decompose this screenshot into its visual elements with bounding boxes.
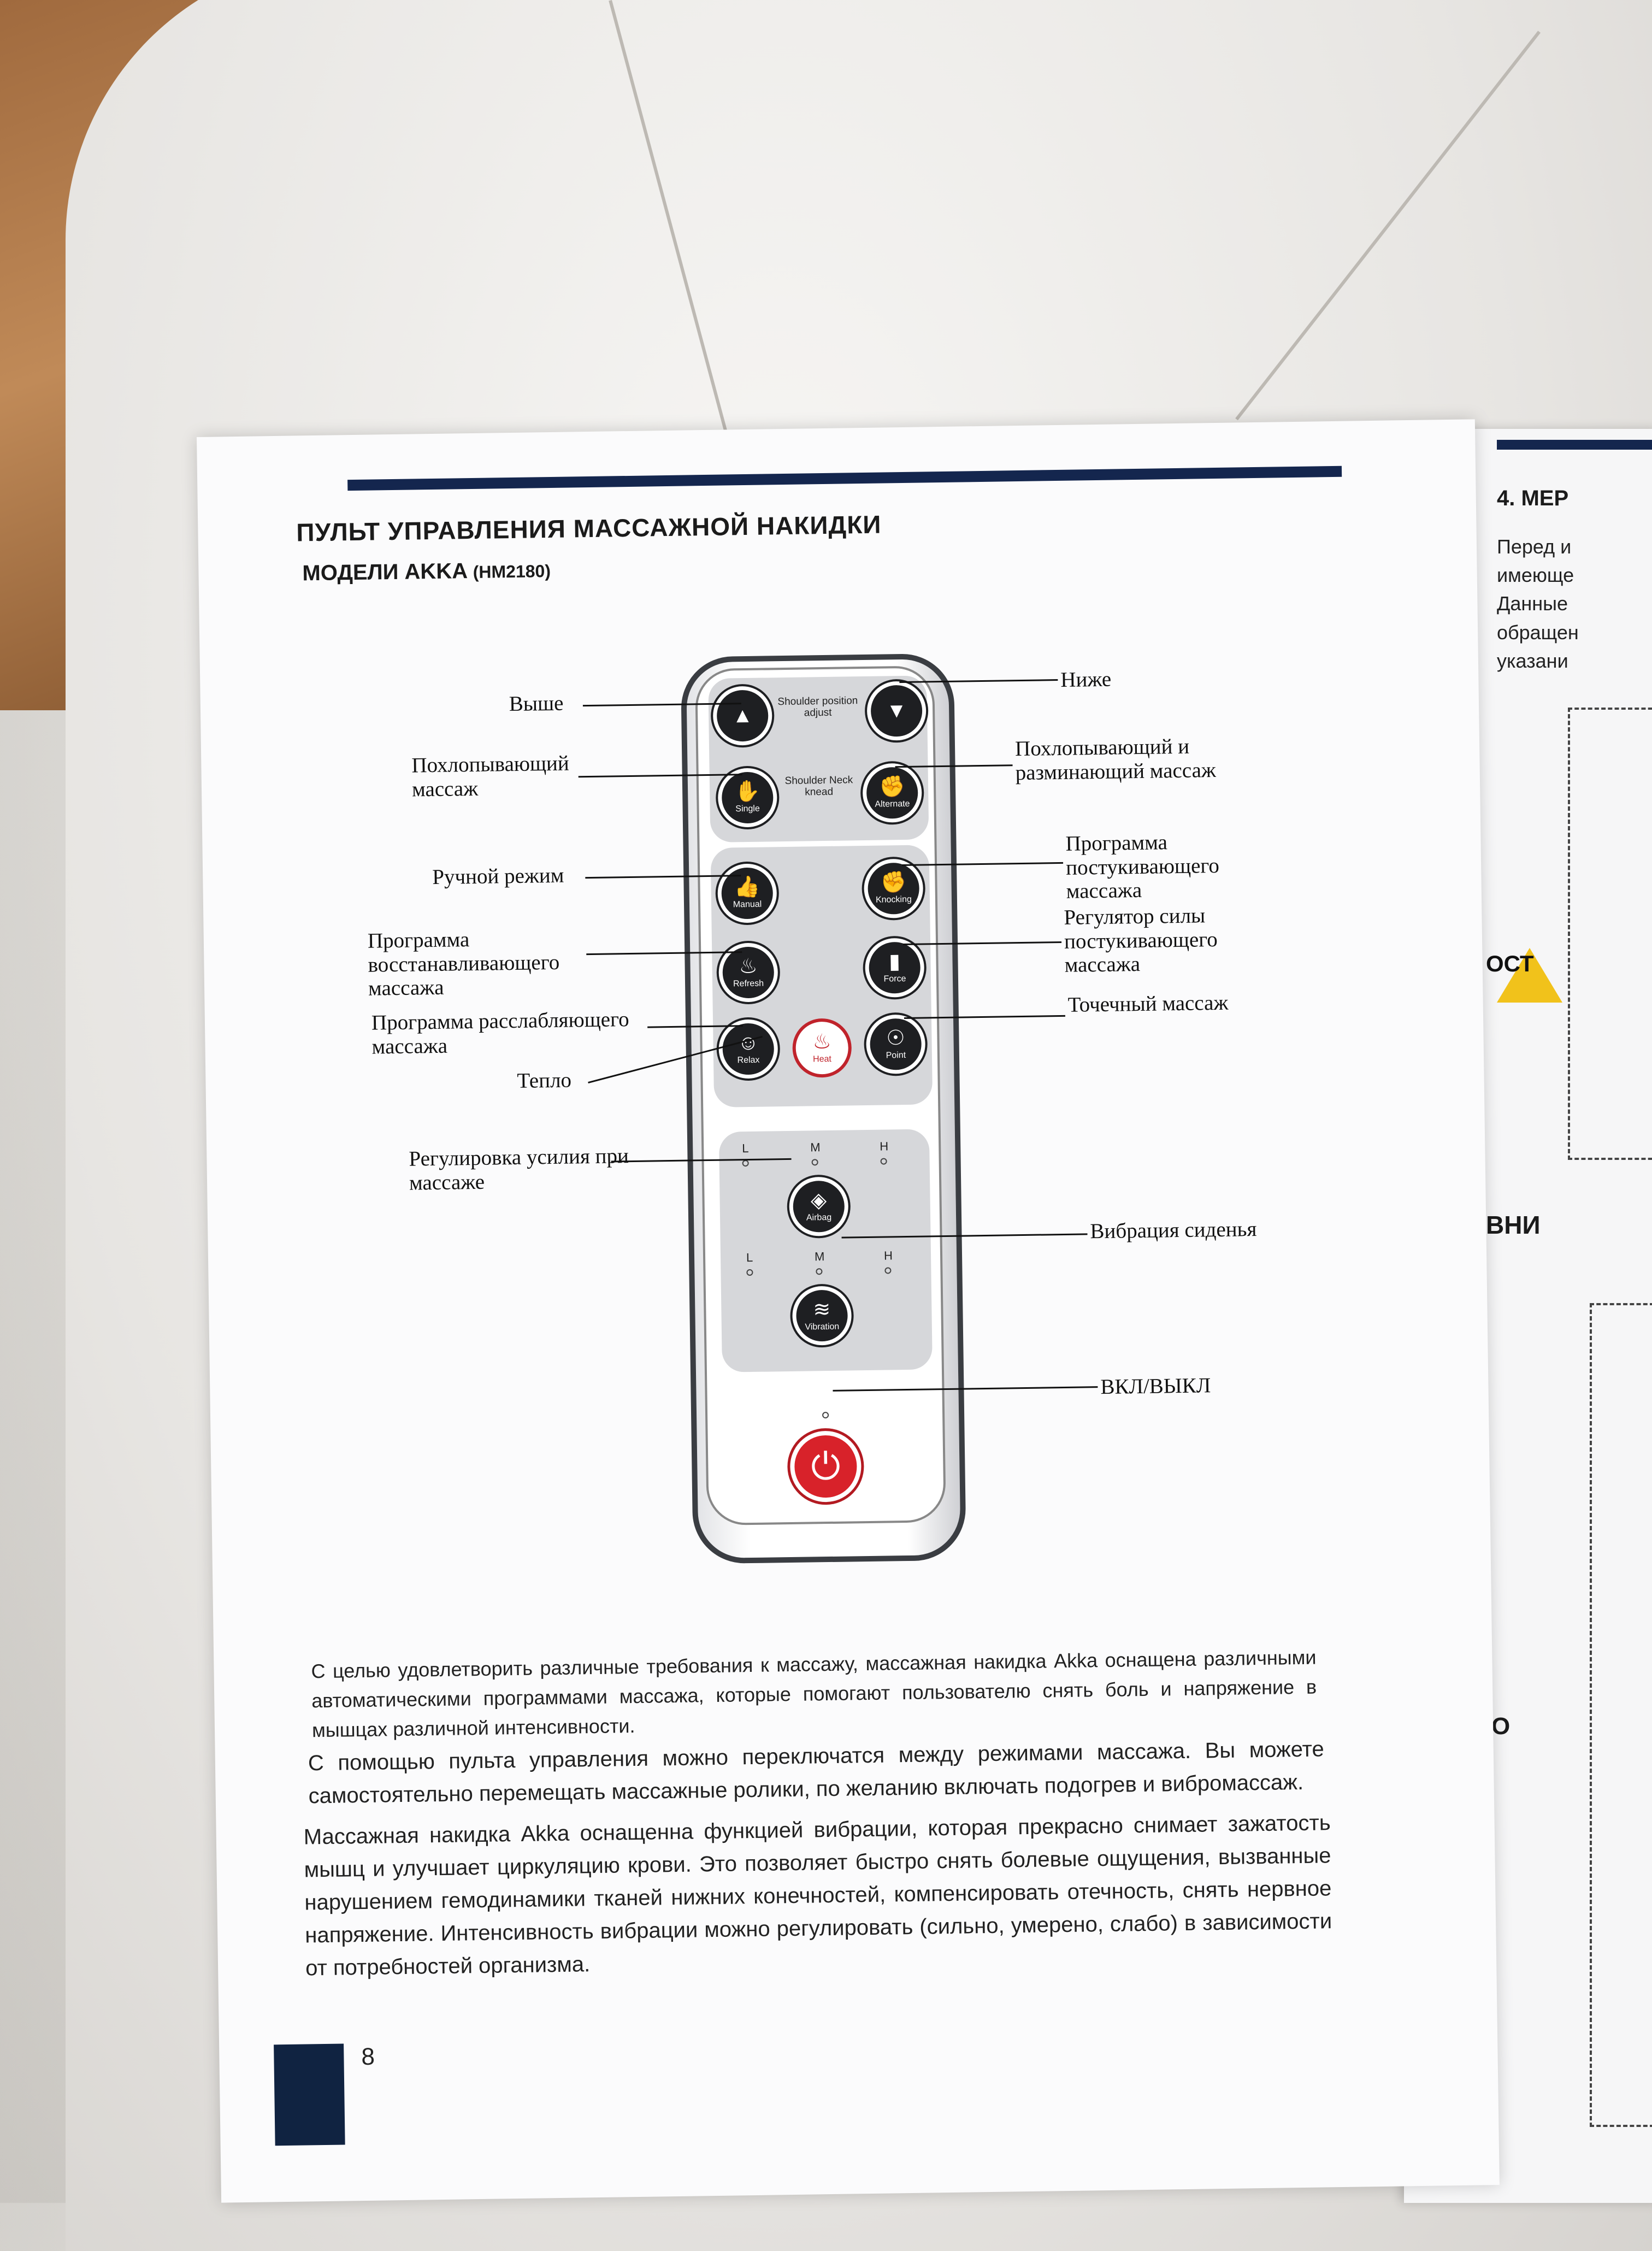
person-point-icon: ☉ bbox=[886, 1027, 905, 1050]
next-page-heading-2: ВНИ bbox=[1486, 1211, 1541, 1239]
down-triangle-icon: ▼ bbox=[886, 699, 907, 723]
shoulder-neck-label: Shoulder Neck knead bbox=[784, 774, 853, 798]
hand-pat-icon: ✋ bbox=[734, 780, 761, 804]
level-indicator bbox=[816, 1268, 823, 1275]
subtitle-main: МОДЕЛИ AKKA bbox=[302, 559, 467, 586]
signal-bars-icon: ▮ bbox=[888, 950, 901, 974]
callout-alternate: Похлопывающий и разминающий массаж bbox=[1014, 734, 1217, 785]
remote-control: ▲ Shoulder position adjust ▼ ✋ Single Sh… bbox=[680, 653, 966, 1564]
level-indicator bbox=[880, 1158, 887, 1165]
paragraph-3: Массажная накидка Akka оснащенна функцие… bbox=[303, 1811, 1332, 1981]
callout-power: ВКЛ/ВЫКЛ bbox=[1100, 1374, 1211, 1399]
level-high-label: H bbox=[880, 1139, 889, 1153]
page-accent-bar bbox=[347, 465, 1342, 491]
warning-label: ОСТ bbox=[1486, 951, 1534, 976]
callout-manual: Ручной режим bbox=[432, 863, 564, 889]
knead-hands-icon: ✊ bbox=[879, 775, 906, 799]
person-waves-icon: ♨ bbox=[739, 954, 758, 979]
callout-heat: Тепло bbox=[517, 1068, 572, 1093]
level-medium-label: M bbox=[810, 1140, 821, 1154]
power-icon: ⏻ bbox=[810, 1445, 841, 1488]
warning-icon bbox=[1497, 948, 1562, 1003]
callout-airbag: Регулировка усилия при массаже bbox=[409, 1144, 629, 1195]
callout-knocking: Программа постукивающего массажа bbox=[1065, 830, 1220, 904]
callout-force: Регулятор силы постукивающего массажа bbox=[1064, 904, 1218, 977]
page-accent-bar bbox=[1497, 440, 1652, 450]
level-indicator bbox=[746, 1269, 753, 1276]
knock-icon: ✊ bbox=[880, 870, 907, 894]
paragraph-2: С помощью пульта управления можно перекл… bbox=[308, 1737, 1325, 1808]
page-number-block bbox=[274, 2043, 345, 2146]
level-indicator bbox=[811, 1159, 818, 1166]
thumb-icon: 👍 bbox=[734, 875, 760, 899]
next-page-text: Перед и имеюще Данные обращен указани bbox=[1497, 535, 1579, 672]
dashed-box bbox=[1590, 1303, 1652, 2127]
callout-refresh: Программа восстанавливающего массажа bbox=[367, 928, 560, 1001]
level-medium-label: M bbox=[814, 1250, 825, 1264]
callout-down: Ниже bbox=[1060, 667, 1112, 692]
subtitle-model: (HM2180) bbox=[473, 561, 551, 582]
callout-point: Точечный массаж bbox=[1067, 991, 1229, 1017]
up-triangle-icon: ▲ bbox=[732, 704, 753, 728]
page-number: 8 bbox=[361, 2043, 375, 2071]
shoulder-position-label: Shoulder position adjust bbox=[777, 695, 858, 719]
level-high-label: H bbox=[883, 1248, 893, 1263]
seat-vibration-icon: ≋ bbox=[813, 1298, 831, 1322]
flame-icon: ♨ bbox=[812, 1030, 831, 1054]
next-page-fragment: О bbox=[1491, 1713, 1511, 1740]
dashed-box bbox=[1568, 708, 1652, 1160]
level-low-label: L bbox=[746, 1250, 753, 1265]
airbag-icon: ◈ bbox=[810, 1189, 827, 1212]
manual-page: ПУЛЬТ УПРАВЛЕНИЯ МАССАЖНОЙ НАКИДКИ МОДЕЛ… bbox=[197, 419, 1500, 2203]
page-title: ПУЛЬТ УПРАВЛЕНИЯ МАССАЖНОЙ НАКИДКИ bbox=[296, 510, 882, 547]
callout-relax: Программа расслабляющего массажа bbox=[371, 1007, 629, 1059]
level-low-label: L bbox=[742, 1141, 749, 1156]
callout-up: Выше bbox=[509, 691, 564, 716]
page-subtitle: МОДЕЛИ AKKA (HM2180) bbox=[302, 558, 551, 586]
next-page-heading: 4. МЕР bbox=[1497, 486, 1569, 510]
paragraph-1: С целью удовлетворить различные требован… bbox=[311, 1646, 1317, 1742]
callout-vibration: Вибрация сиденья bbox=[1090, 1217, 1257, 1244]
